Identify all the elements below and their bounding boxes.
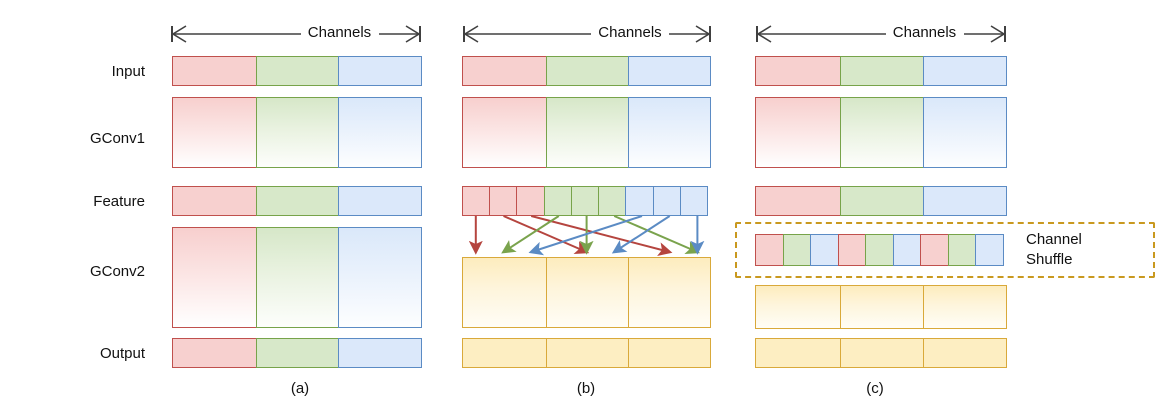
bar-input-b	[462, 56, 711, 86]
segment-red	[172, 227, 257, 328]
shuffle-cell-2	[782, 234, 812, 266]
bar-gconv2-a	[172, 227, 422, 328]
segment-blue	[338, 338, 422, 368]
segment-green	[545, 56, 629, 86]
shuffle-cell-1	[755, 234, 784, 266]
panel-b: Channels	[440, 0, 730, 408]
channels-label-a: Channels	[300, 24, 379, 42]
shuffle-cell-4	[837, 234, 867, 266]
feature-cell-g1	[543, 186, 572, 216]
panel-caption-c: (c)	[866, 380, 884, 397]
channels-arrow-svg-a	[171, 25, 421, 43]
feature-cell-b2	[652, 186, 681, 216]
shuffle-cell-9	[975, 234, 1004, 266]
bar-gconv1-a	[172, 97, 422, 168]
channels-arrow-svg-c	[756, 25, 1006, 43]
row-label-gconv1: GConv1	[89, 130, 145, 147]
channels-axis-a: Channels	[170, 22, 422, 46]
bar-feature-a	[172, 186, 422, 216]
bar-output-b	[462, 338, 711, 368]
feature-cell-g2	[570, 186, 600, 216]
segment-blue	[922, 186, 1008, 216]
segment-yellow-2	[839, 285, 924, 329]
segment-yellow-3	[922, 285, 1008, 329]
segment-red	[462, 97, 547, 168]
panel-caption-a: (a)	[290, 380, 310, 397]
segment-yellow-3	[627, 338, 711, 368]
segment-red	[172, 338, 257, 368]
segment-yellow-2	[545, 338, 629, 368]
segment-yellow-1	[755, 285, 841, 329]
segment-blue	[922, 56, 1008, 86]
panel-caption-b: (b)	[576, 380, 596, 397]
segment-yellow-3	[627, 257, 711, 328]
row-label-gconv2: GConv2	[89, 263, 145, 280]
segment-blue	[338, 56, 422, 86]
segment-green	[255, 186, 340, 216]
channels-axis-b: Channels	[462, 22, 712, 46]
shuffle-cell-8	[947, 234, 977, 266]
segment-blue	[627, 97, 711, 168]
segment-yellow-2	[545, 257, 629, 328]
segment-red	[755, 56, 841, 86]
bar-gconv2-c	[755, 285, 1008, 329]
shuffle-cell-3	[810, 234, 839, 266]
bar-gconv2-b	[462, 257, 711, 328]
feature-cell-r1	[462, 186, 491, 216]
segment-green	[839, 56, 924, 86]
segment-green	[255, 338, 340, 368]
segment-green	[839, 97, 924, 168]
row-label-feature: Feature	[93, 193, 145, 210]
bar-output-a	[172, 338, 422, 368]
segment-red	[462, 56, 547, 86]
segment-green	[839, 186, 924, 216]
segment-blue	[338, 227, 422, 328]
segment-yellow-1	[462, 257, 547, 328]
shuffle-cell-5	[865, 234, 894, 266]
segment-green	[255, 97, 340, 168]
bar-feature-c	[755, 186, 1008, 216]
channels-axis-c: Channels	[755, 22, 1007, 46]
feature-cell-g3	[598, 186, 627, 216]
row-label-input: Input	[111, 63, 145, 80]
bar-feature-b	[462, 186, 711, 216]
segment-yellow-1	[755, 338, 841, 368]
segment-red	[755, 186, 841, 216]
feature-cell-r2	[489, 186, 518, 216]
bar-input-a	[172, 56, 422, 86]
bar-output-c	[755, 338, 1008, 368]
segment-blue	[338, 186, 422, 216]
shuffle-cell-6	[892, 234, 922, 266]
panel-a: Channels	[0, 0, 440, 408]
segment-blue	[627, 56, 711, 86]
bar-gconv1-c	[755, 97, 1008, 168]
channels-label-c: Channels	[885, 24, 964, 42]
row-label-output: Output	[99, 345, 145, 362]
channels-arrow-svg-b	[463, 25, 711, 43]
segment-red	[172, 186, 257, 216]
bar-gconv1-b	[462, 97, 711, 168]
segment-red	[755, 97, 841, 168]
segment-yellow-3	[922, 338, 1008, 368]
channel-shuffle-label-line2: Shuffle	[1026, 251, 1073, 268]
segment-red	[172, 56, 257, 86]
feature-cell-b1	[625, 186, 654, 216]
bar-shuffle-c	[755, 234, 1007, 266]
feature-cell-b3	[679, 186, 708, 216]
segment-green	[255, 56, 340, 86]
segment-yellow-2	[839, 338, 924, 368]
segment-green	[545, 97, 629, 168]
channel-shuffle-box	[735, 222, 1155, 278]
segment-blue	[922, 97, 1008, 168]
segment-yellow-1	[462, 338, 547, 368]
segment-blue	[338, 97, 422, 168]
segment-green	[255, 227, 340, 328]
feature-cell-r3	[516, 186, 545, 216]
bar-input-c	[755, 56, 1008, 86]
channel-shuffle-label-line1: Channel	[1026, 231, 1082, 248]
panel-c: Channels	[730, 0, 1164, 408]
shuffle-cell-7	[920, 234, 949, 266]
segment-red	[172, 97, 257, 168]
channels-label-b: Channels	[591, 24, 669, 42]
